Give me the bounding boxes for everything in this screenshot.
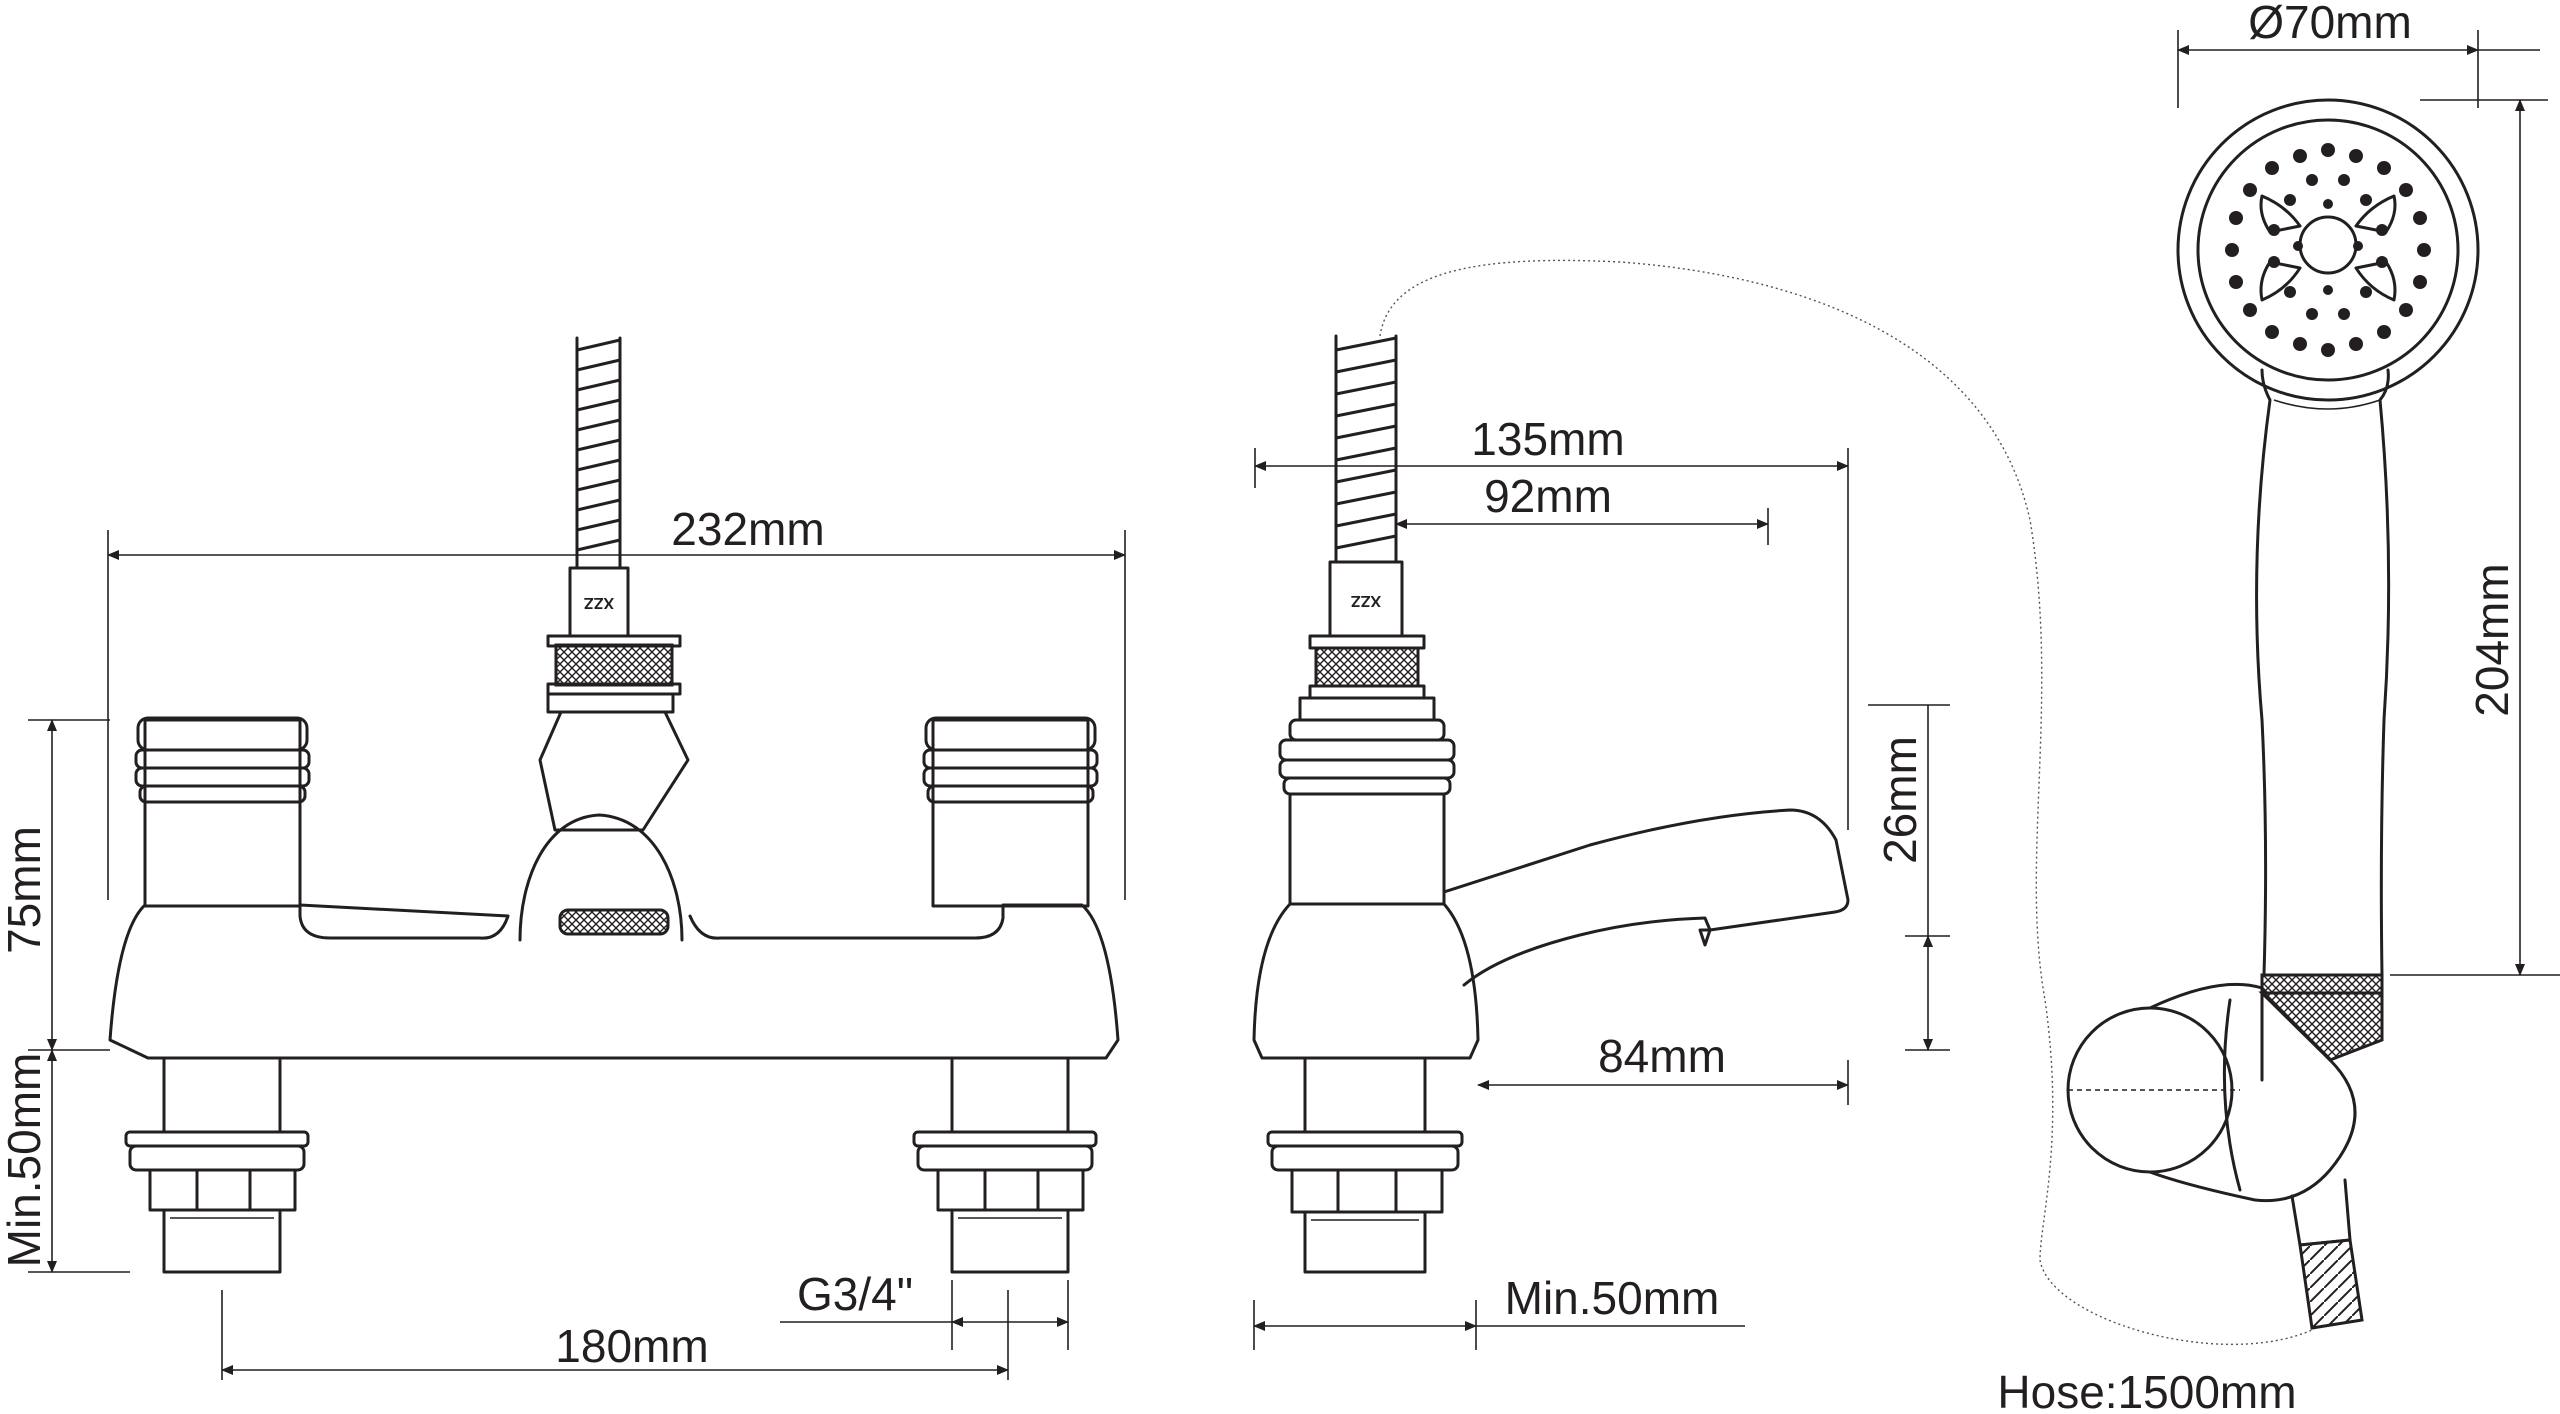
side-spout: [1442, 808, 1850, 987]
dim-thread-label: G3/4": [797, 1268, 913, 1320]
dim-spout-height-label: 26mm: [1874, 736, 1926, 864]
dim-handset-length-label: 204mm: [2466, 563, 2518, 716]
dim-handset-length: 204mm: [2390, 99, 2560, 976]
side-hose-nut-stamp: XZZ: [1351, 592, 1381, 609]
handset-head: [2176, 98, 2480, 402]
dim-centres-label: 180mm: [555, 1320, 708, 1372]
dim-hose-to-spout-label: 135mm: [1471, 413, 1624, 465]
dim-thread: G3/4": [780, 1268, 1069, 1350]
dim-min-deck-left: Min.50mm: [0, 1049, 130, 1273]
spray-petals: [2259, 194, 2397, 302]
dim-handset-diameter-label: Ø70mm: [2248, 0, 2412, 48]
hose-length-label: Hose:1500mm: [1997, 1366, 2296, 1414]
front-body: [108, 903, 1120, 1060]
dim-body-height-label: 75mm: [0, 826, 50, 954]
dim-body-height: 75mm: [0, 719, 110, 1051]
front-hose: XZZ: [546, 336, 682, 696]
dim-spout-reach: 84mm: [1477, 1030, 1849, 1105]
side-body: [1252, 902, 1480, 1060]
spray-nozzles: [2225, 143, 2431, 357]
front-left-headwork: [134, 716, 311, 908]
handset-handle: [2255, 368, 2391, 977]
dim-spout-height: 26mm: [1868, 704, 1950, 1051]
dim-min-deck-left-label: Min.50mm: [0, 1053, 50, 1268]
dim-centres: 180mm: [221, 1290, 1009, 1380]
front-right-tail: [912, 1056, 1098, 1274]
front-view: XZZ: [0, 336, 1126, 1380]
hose-nut-stamp: XZZ: [584, 594, 614, 611]
dim-hose-to-spout: 135mm: [1254, 413, 1849, 830]
wall-bracket: [2066, 982, 2384, 1330]
side-headwork: [1278, 696, 1456, 906]
shower-handset: Ø70mm 204mm Hose:1500mm: [1997, 0, 2560, 1414]
front-diverter: [538, 692, 690, 832]
dim-spout-reach-label: 84mm: [1598, 1030, 1726, 1082]
dim-overall-width-label: 232mm: [671, 503, 824, 555]
dim-hose-offset: 92mm: [1395, 470, 1769, 545]
dim-overall-width: 232mm: [107, 503, 1126, 900]
dim-handset-diameter: Ø70mm: [2177, 0, 2540, 108]
dim-min-deck-side: Min.50mm: [1253, 1272, 1745, 1350]
dim-hose-offset-label: 92mm: [1484, 470, 1612, 522]
front-left-tail: [124, 1056, 310, 1274]
front-right-headwork: [922, 716, 1099, 908]
dim-min-deck-side-label: Min.50mm: [1505, 1272, 1720, 1324]
side-view: XZZ 135mm: [1252, 334, 1950, 1350]
side-tail: [1266, 1056, 1464, 1274]
side-hose: XZZ: [1308, 334, 1426, 700]
